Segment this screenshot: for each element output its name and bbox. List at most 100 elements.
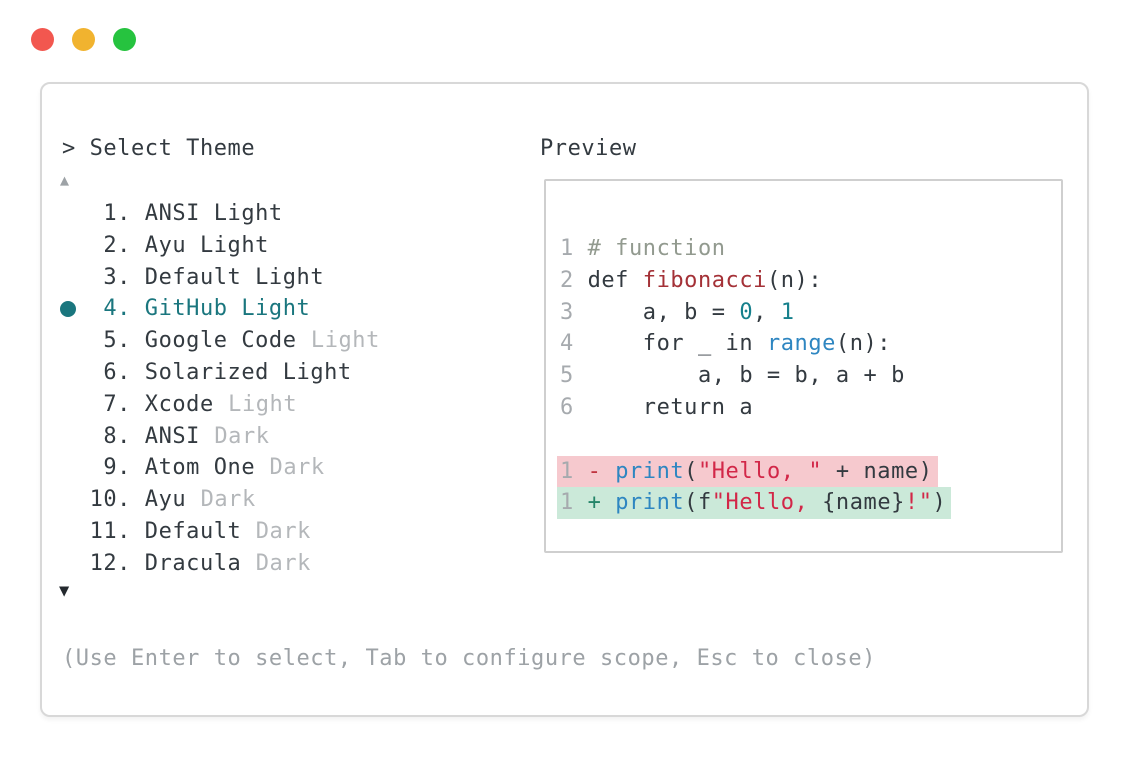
theme-option-label: Ayu: [144, 487, 187, 513]
window-controls: [31, 28, 136, 51]
code-token: 0: [739, 299, 754, 325]
scroll-down-icon[interactable]: ▼: [59, 581, 70, 601]
theme-option-number: 11.: [62, 518, 145, 544]
theme-option-number: 6.: [62, 359, 145, 385]
theme-option-variant: Dark: [269, 455, 325, 481]
theme-option-11[interactable]: 11. Default Dark: [62, 516, 380, 548]
theme-option-label: ANSI Light: [144, 201, 283, 226]
theme-option-label: Atom One: [144, 455, 256, 481]
code-line: 4 for _ in range(n):: [560, 328, 1061, 360]
line-number: 4: [560, 331, 588, 357]
theme-option-number: 9.: [62, 455, 145, 481]
theme-list: 1. ANSI Light 2. Ayu Light 3. Default Li…: [60, 198, 380, 580]
theme-option-variant: Dark: [214, 423, 270, 449]
theme-option-12[interactable]: 12. Dracula Dark: [62, 548, 380, 580]
minimize-button[interactable]: [72, 28, 95, 51]
theme-option-number: 8.: [62, 423, 145, 449]
code-token: print: [615, 490, 685, 516]
theme-option-3[interactable]: 3. Default Light: [62, 262, 380, 294]
scroll-up-icon[interactable]: ▲: [60, 171, 70, 189]
theme-option-variant: Dark: [255, 518, 311, 544]
line-number: 6: [560, 394, 588, 420]
code-token: for _ in: [587, 331, 767, 357]
code-line: 6 return a: [560, 392, 1061, 424]
theme-option-label: Default: [144, 518, 242, 544]
code-line: 3 a, b = 0, 1: [560, 297, 1061, 329]
diff-line-removed: 1 - print("Hello, " + name): [557, 455, 1061, 488]
theme-option-2[interactable]: 2. Ayu Light: [62, 230, 380, 262]
theme-option-number: 5.: [62, 328, 145, 354]
theme-option-variant: Light: [310, 328, 380, 354]
theme-option-5[interactable]: 5. Google Code Light: [62, 325, 380, 357]
code-token: (n):: [835, 331, 892, 357]
theme-option-number: 4.: [62, 296, 145, 322]
theme-option-number: 1.: [62, 201, 145, 226]
selected-bullet-icon: [60, 301, 76, 318]
code-token: {name}: [822, 490, 905, 516]
theme-option-9[interactable]: 9. Atom One Dark: [62, 452, 380, 484]
code-token: + name): [822, 458, 933, 484]
theme-option-number: 2.: [62, 232, 145, 258]
code-token: print: [615, 458, 685, 484]
code-token: fibonacci: [642, 267, 767, 293]
line-number: 3: [560, 299, 588, 325]
code-token: (n):: [766, 267, 823, 293]
theme-option-6[interactable]: 6. Solarized Light: [62, 357, 380, 389]
theme-option-4[interactable]: 4. GitHub Light: [60, 293, 380, 325]
close-button[interactable]: [31, 28, 54, 51]
code-token: # function: [587, 236, 726, 261]
theme-option-label: GitHub Light: [144, 296, 311, 322]
line-number: 1: [560, 458, 588, 484]
blank-line: [560, 424, 1061, 456]
select-theme-prompt: > Select Theme: [62, 136, 255, 161]
code-token: range: [766, 331, 836, 357]
theme-option-number: 12.: [62, 550, 145, 576]
preview-label: Preview: [540, 136, 637, 161]
code-token: "Hello,: [711, 490, 823, 516]
theme-option-label: Ayu Light: [144, 232, 269, 258]
diff-minus-sign: -: [587, 458, 616, 484]
code-token: (: [684, 458, 698, 484]
code-line: 5 a, b = b, a + b: [560, 360, 1061, 392]
diff-plus-sign: +: [587, 490, 616, 516]
page-title: Select Theme: [89, 136, 256, 161]
line-number: 5: [560, 363, 588, 389]
theme-option-label: ANSI: [144, 423, 200, 449]
code-token: def: [587, 267, 643, 293]
theme-option-variant: Dark: [200, 487, 256, 513]
theme-selector-window: > Select Theme ▲ 1. ANSI Light 2. Ayu Li…: [40, 82, 1089, 717]
code-token: "Hello, ": [697, 458, 823, 484]
code-token: ): [932, 490, 947, 516]
theme-option-number: 10.: [62, 487, 145, 513]
theme-option-8[interactable]: 8. ANSI Dark: [62, 421, 380, 453]
code-token: a, b = b, a + b: [587, 363, 905, 389]
line-number: 1: [560, 236, 588, 261]
diff-highlight-removed: 1 - print("Hello, " + name): [557, 455, 938, 488]
line-number: 2: [560, 267, 588, 293]
theme-option-label: Default Light: [144, 264, 325, 290]
diff-highlight-added: 1 + print(f"Hello, {name}!"): [557, 487, 952, 520]
code-token: 1: [780, 299, 795, 325]
code-token: a, b =: [587, 299, 740, 325]
diff-line-added: 1 + print(f"Hello, {name}!"): [557, 487, 1061, 520]
theme-option-10[interactable]: 10. Ayu Dark: [62, 484, 380, 516]
line-number: 1: [560, 490, 588, 516]
theme-option-label: Solarized Light: [144, 359, 352, 385]
footer-hint: (Use Enter to select, Tab to configure s…: [62, 646, 876, 671]
theme-option-number: 3.: [62, 264, 145, 290]
code-token: ,: [753, 299, 781, 325]
maximize-button[interactable]: [113, 28, 136, 51]
code-line: 1 # function: [560, 233, 1061, 265]
theme-option-label: Google Code: [144, 328, 297, 354]
theme-option-variant: Dark: [255, 550, 311, 576]
code-line: 2 def fibonacci(n):: [560, 265, 1061, 297]
theme-option-number: 7.: [62, 391, 145, 417]
theme-option-label: Dracula: [144, 550, 242, 576]
theme-option-1[interactable]: 1. ANSI Light: [62, 198, 380, 230]
code-token: return a: [587, 394, 754, 420]
prompt-chevron-icon: >: [62, 136, 76, 161]
